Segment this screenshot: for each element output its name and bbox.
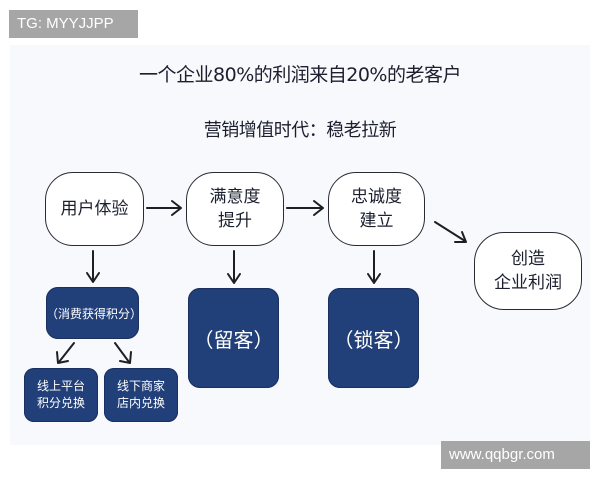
arrow-down-left-icon <box>56 342 75 364</box>
node-loyalty: 忠诚度 建立 <box>328 172 425 246</box>
node-profit: 创造 企业利润 <box>474 232 582 310</box>
arrow-down-icon <box>227 250 241 284</box>
node-satisfaction: 满意度 提升 <box>186 172 284 246</box>
arrow-down-icon <box>86 250 100 283</box>
arrow-right-icon <box>146 200 182 216</box>
arrow-down-icon <box>367 250 381 284</box>
diagram-subtitle: 营销增值时代：稳老拉新 <box>203 120 397 141</box>
watermark-top-left: TG: MYYJJPP <box>9 10 138 38</box>
arrow-right-icon <box>286 200 324 216</box>
outcome-points: （消费获得积分） <box>46 287 142 339</box>
outcome-online-redeem: 线上平台 积分兑换 <box>24 368 98 422</box>
diagram-title: 一个企业80%的利润来自20%的老客户 <box>139 64 461 86</box>
outcome-retain: （留客） <box>188 288 279 388</box>
watermark-bottom-right: www.qqbgr.com <box>441 441 590 469</box>
arrow-down-right-icon <box>114 342 132 364</box>
node-user-experience: 用户体验 <box>45 172 144 246</box>
outcome-lock: （锁客） <box>328 288 419 388</box>
outcome-offline-redeem: 线下商家 店内兑换 <box>104 368 178 422</box>
arrow-diagonal-icon <box>434 221 467 243</box>
